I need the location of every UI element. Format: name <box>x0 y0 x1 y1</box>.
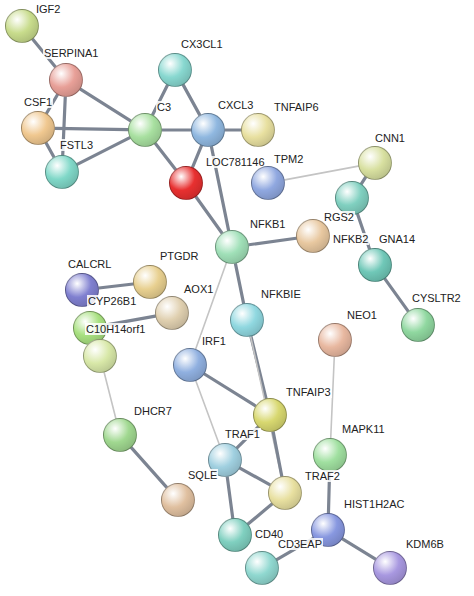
node-label: CYSLTR2 <box>411 292 462 304</box>
protein-node: TNFAIP6 <box>241 113 275 147</box>
protein-node: SQLE <box>161 483 195 517</box>
node-label: MAPK11 <box>341 423 386 435</box>
node-label: CX3CL1 <box>180 38 224 50</box>
node-label: SERPINA1 <box>43 47 99 59</box>
node-label: IRF1 <box>201 335 227 347</box>
protein-node: MAPK11 <box>313 438 347 472</box>
interaction-line <box>196 381 219 444</box>
protein-node: IGF2 <box>5 9 39 43</box>
interaction-line <box>104 372 116 418</box>
protein-node: NFKB2 <box>296 219 330 253</box>
interaction-line <box>285 166 359 180</box>
node-label: FSTL3 <box>59 139 94 151</box>
node-label: TRAF2 <box>304 470 341 482</box>
protein-node: NFKB1 <box>215 230 249 264</box>
protein-node: LOC781146 <box>169 166 203 200</box>
protein-node: TNFAIP3 <box>253 398 287 432</box>
node-label: SQLE <box>187 469 218 481</box>
interaction-line <box>196 263 227 349</box>
node-label: CALCRL <box>67 258 112 270</box>
node-label: CSF1 <box>23 96 53 108</box>
protein-node: CNN1 <box>358 146 392 180</box>
node-label: GNA14 <box>378 233 416 245</box>
node-label: HIST1H2AC <box>343 498 406 510</box>
node-label: KDM6B <box>405 538 445 550</box>
node-label: NFKB2 <box>332 233 369 245</box>
node-label: DHCR7 <box>133 405 173 417</box>
protein-node: IRF1 <box>173 348 207 382</box>
node-label: CD3EAP <box>277 538 323 550</box>
node-label: RGS2 <box>323 211 355 223</box>
interaction-line <box>131 448 166 488</box>
protein-node: CSF1 <box>21 111 55 145</box>
node-label: NEO1 <box>346 309 378 321</box>
interaction-line <box>249 238 296 244</box>
interaction-line <box>80 89 130 121</box>
node-label: C10H14orf1 <box>85 323 146 335</box>
interaction-line <box>162 128 191 131</box>
interaction-line <box>183 85 200 115</box>
node-label: IGF2 <box>35 3 61 15</box>
protein-node: C3 <box>128 113 162 147</box>
protein-node: TRAF2 <box>268 476 302 510</box>
interaction-line <box>273 432 282 477</box>
protein-node: CX3CL1 <box>158 53 192 87</box>
protein-node: CD3EAP <box>245 551 279 585</box>
node-label: AOX1 <box>183 283 214 295</box>
interaction-line <box>227 477 233 518</box>
interaction-line <box>99 284 133 288</box>
interaction-line <box>240 468 270 485</box>
node-label: TRAF1 <box>224 428 261 440</box>
interaction-line <box>248 504 272 524</box>
interaction-line <box>46 143 54 157</box>
protein-node: C10H14orf1 <box>83 339 117 373</box>
interaction-line <box>55 128 128 129</box>
interaction-line <box>361 177 365 184</box>
interaction-line <box>193 146 202 168</box>
node-label: CYP26B1 <box>87 295 137 307</box>
node-label: CXCL3 <box>217 99 254 111</box>
protein-node: NFKBIE <box>230 303 264 337</box>
protein-node: CD40 <box>218 518 252 552</box>
protein-node: RGS2 <box>335 181 369 215</box>
interaction-line <box>385 279 408 311</box>
node-label: TNFAIP3 <box>285 386 332 398</box>
protein-node: NEO1 <box>318 323 352 357</box>
node-label: LOC781146 <box>205 156 266 168</box>
protein-node: TPM2 <box>251 166 285 200</box>
protein-node: CXCL3 <box>191 113 225 147</box>
node-label: NFKB1 <box>249 218 286 230</box>
interaction-line <box>204 374 255 406</box>
protein-node: SERPINA1 <box>49 63 83 97</box>
protein-node: DHCR7 <box>103 418 137 452</box>
protein-node: CYSLTR2 <box>401 308 435 342</box>
protein-node: GNA14 <box>358 248 392 282</box>
interaction-line <box>225 128 241 131</box>
node-label: PTGDR <box>159 250 200 262</box>
interaction-line <box>235 264 243 304</box>
protein-node: FSTL3 <box>45 155 79 189</box>
interaction-line <box>342 539 375 559</box>
protein-node: PTGDR <box>133 265 167 299</box>
protein-node: AOX1 <box>155 296 189 330</box>
node-label: TPM2 <box>273 153 304 165</box>
interaction-line <box>155 143 175 169</box>
protein-node: KDM6B <box>373 551 407 585</box>
node-label: TNFAIP6 <box>273 101 320 113</box>
interaction-line <box>196 197 222 233</box>
node-label: NFKBIE <box>260 288 302 300</box>
node-label: C3 <box>156 101 172 113</box>
node-label: CNN1 <box>374 132 406 144</box>
